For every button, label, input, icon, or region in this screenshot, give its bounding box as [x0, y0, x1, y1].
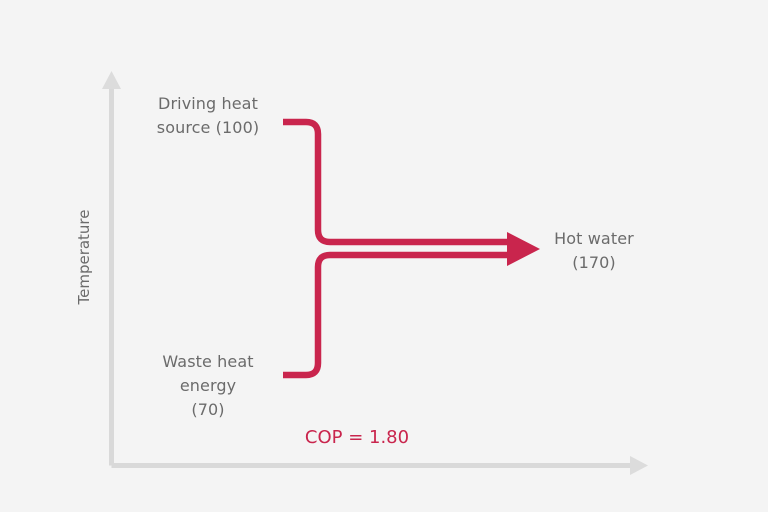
driving-heat-source-stream-path — [283, 118, 512, 246]
waste-heat-energy-label: Waste heat energy (70) — [162, 352, 254, 419]
hot-water-label: Hot water (170) — [554, 229, 634, 272]
y-axis-arrow-icon — [102, 71, 121, 89]
hot-water-output-arrow-icon — [507, 232, 540, 266]
x-axis-arrow-icon — [630, 456, 648, 475]
cop-value-label: COP = 1.80 — [304, 427, 410, 448]
waste-heat-energy-stream-path — [283, 251, 512, 379]
driving-heat-source-label: Driving heat source (100) — [156, 94, 260, 137]
y-axis-title: Temperature — [75, 209, 93, 305]
